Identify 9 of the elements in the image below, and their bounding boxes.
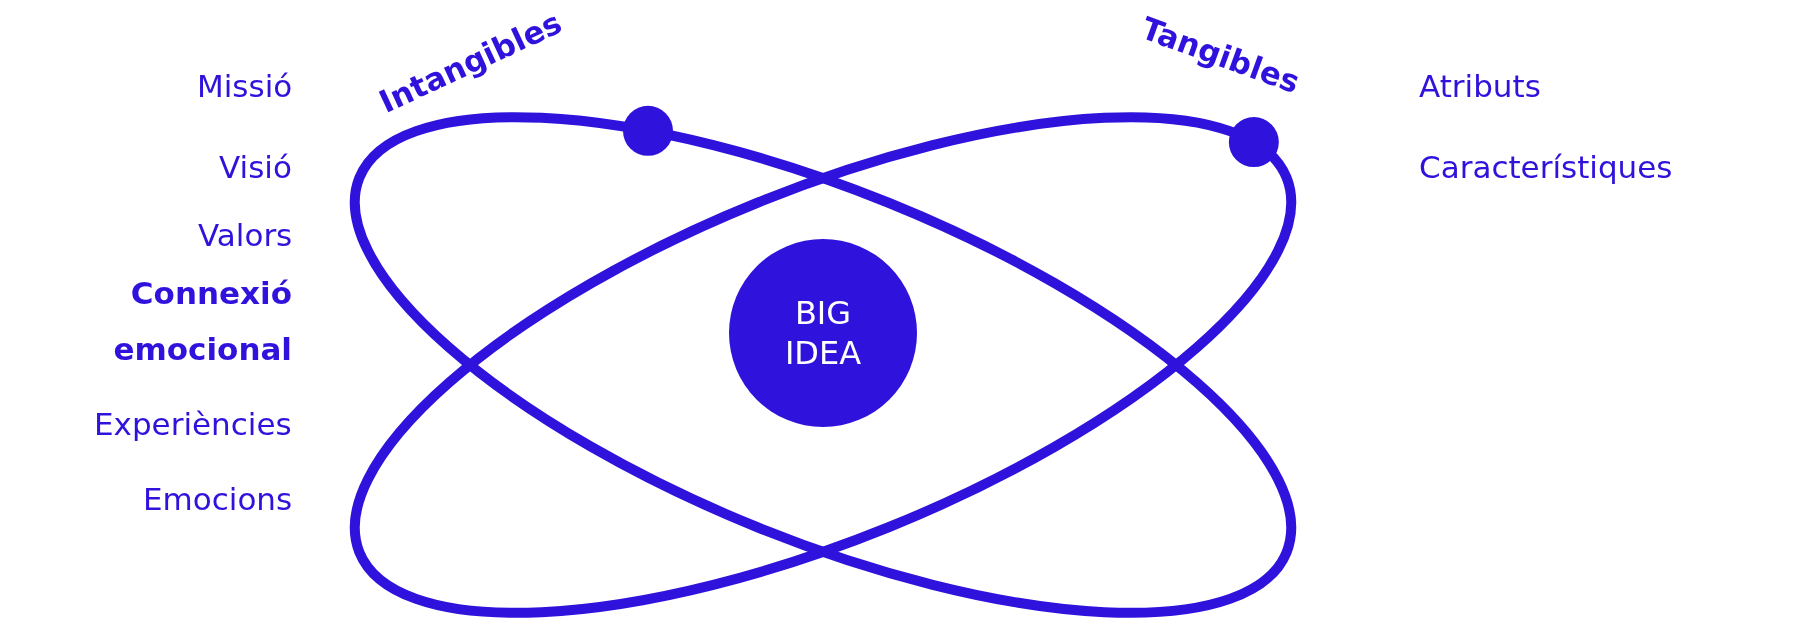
list-item: Visió: [219, 150, 292, 185]
list-item: Valors: [198, 218, 293, 253]
idea-circle: BIG IDEA: [729, 239, 917, 427]
list-item: Experiències: [94, 407, 292, 442]
list-item: Connexió emocional: [112, 274, 292, 369]
list-item: Emocions: [143, 482, 293, 517]
list-item: Missió: [197, 69, 293, 104]
list-item: Característiques: [1419, 150, 1673, 185]
list-item: Atributs: [1419, 69, 1541, 104]
